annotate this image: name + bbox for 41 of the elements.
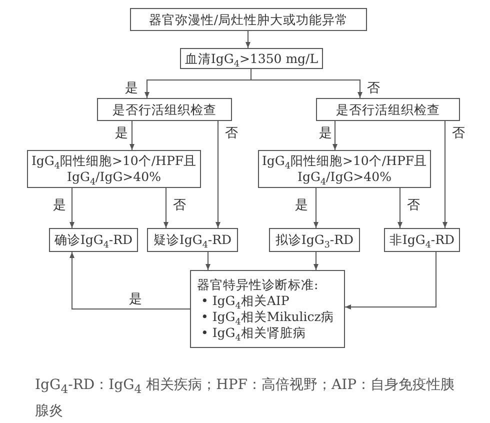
edge-label: 是	[318, 127, 333, 141]
edge-label: 是	[114, 127, 129, 141]
decision-box: 血清IgG$_{4}$>1350 mg/L	[180, 48, 323, 69]
decision-box: IgG$_{4}$阳性细胞>10个/HPF且 IgG$_{4}$/IgG>40%	[27, 150, 201, 188]
box-heading: 器官特异性诊断标准:	[197, 277, 318, 293]
arrow	[164, 188, 168, 228]
edge-label: 是	[128, 293, 143, 307]
arrow	[216, 120, 220, 228]
decision-box: 是否行活组织检查	[97, 98, 232, 121]
arrow	[70, 252, 190, 310]
arrow	[398, 188, 402, 228]
criteria-box	[190, 270, 345, 348]
result-box: 确诊IgG$_{4}$-RD	[49, 228, 138, 252]
result-box: 拟诊IgG$_{3}$-RD	[269, 228, 360, 252]
list-item: • IgG$_{4}$相关Mikulicz病	[200, 309, 334, 325]
decision-box: IgG$_{4}$阳性细胞>10个/HPF且 IgG$_{4}$/IgG>40%	[258, 150, 431, 188]
edge-label: 否	[172, 199, 187, 213]
edge-label: 是	[124, 82, 139, 96]
arrow	[70, 188, 74, 228]
decision-box: 是否行活组织检查	[316, 98, 460, 121]
caption: IgG$_{4}$-RD：IgG$_{4}$ 相关疾病；HPF：高倍视野；AIP：自身免疫性胰腺炎	[35, 376, 456, 421]
process-box: 器官弥漫性/局灶性肿大或功能异常	[130, 8, 367, 31]
edge-label: 是	[52, 199, 67, 213]
list-item: • IgG$_{4}$相关肾脏病	[200, 325, 306, 341]
arrow	[344, 252, 436, 310]
list-item: • IgG$_{4}$相关AIP	[200, 293, 290, 309]
arrow	[314, 188, 318, 228]
edge-label: 否	[406, 199, 421, 213]
arrow	[442, 120, 448, 228]
arrow	[130, 120, 134, 150]
arrow	[246, 30, 250, 48]
arrow	[206, 252, 210, 270]
arrow	[332, 120, 338, 150]
result-box: 非IgG$_{4}$-RD	[384, 228, 460, 252]
edge-label: 否	[224, 127, 239, 141]
arrow	[250, 68, 362, 98]
edge-label: 否	[451, 127, 466, 141]
result-box: 疑诊IgG$_{4}$-RD	[147, 228, 238, 252]
edge-label: 否	[366, 82, 381, 96]
edge-label: 是	[294, 199, 309, 213]
arrow	[314, 252, 318, 270]
